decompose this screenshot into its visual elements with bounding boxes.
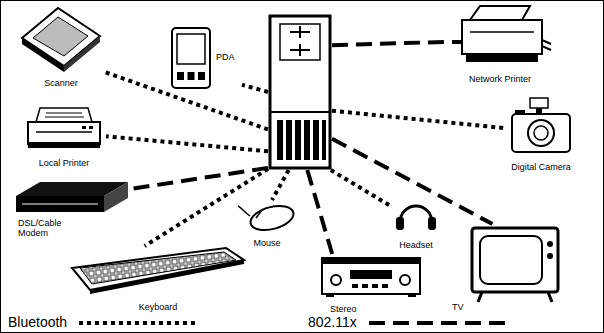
device-label: Mouse — [253, 238, 280, 248]
line-sample — [79, 319, 195, 327]
line-sample — [369, 319, 507, 327]
computer-tower-illustration — [270, 16, 330, 168]
modem-illustration — [16, 182, 128, 212]
modem-node: DSL/Cable Modem — [12, 178, 132, 241]
device-label: Headset — [399, 240, 433, 250]
device-label: Scanner — [44, 78, 78, 88]
computer-tower — [268, 14, 332, 170]
keyboard-illustration — [72, 248, 244, 294]
bluetooth-link — [332, 111, 505, 128]
legend-bluetooth: Bluetooth — [8, 314, 195, 331]
bluetooth-link — [272, 170, 289, 200]
local-printer-node: Local Printer — [22, 106, 106, 165]
headset-node: Headset — [392, 202, 440, 247]
legend-label: 802.11x — [308, 314, 357, 331]
line-sample-stroke — [79, 321, 195, 325]
device-label: TV — [452, 302, 464, 312]
bluetooth-link — [331, 170, 392, 207]
network-printer-node: Network Printer — [448, 2, 552, 81]
wifi-link — [307, 170, 332, 254]
tv-illustration — [472, 228, 558, 302]
local-printer-illustration — [28, 108, 100, 148]
wifi-link — [332, 42, 448, 45]
keyboard-node: Keyboard — [66, 246, 250, 309]
pda-illustration — [172, 28, 210, 88]
line-sample-stroke — [369, 321, 507, 325]
device-label: PDA — [216, 52, 235, 62]
pda-node: PDA — [170, 24, 242, 90]
scanner-node: Scanner — [18, 4, 104, 85]
digital-camera-node: Digital Camera — [505, 96, 577, 169]
network-printer-illustration — [452, 6, 551, 62]
device-label: DSL/Cable Modem — [18, 218, 74, 239]
bluetooth-link — [145, 169, 268, 246]
legend-label: Bluetooth — [8, 314, 67, 331]
bluetooth-link — [106, 136, 268, 151]
tv-node: TV — [450, 224, 564, 309]
mouse-node: Mouse — [234, 200, 300, 245]
stereo-illustration — [322, 258, 420, 297]
wifi-link — [332, 139, 492, 224]
wifi-link — [132, 168, 268, 189]
bluetooth-link — [104, 72, 268, 130]
stereo-node: Stereo — [318, 254, 424, 311]
device-label: Stereo — [330, 304, 357, 314]
digital-camera-illustration — [512, 98, 570, 152]
legend-wifi: 802.11x — [308, 314, 507, 331]
device-label: Network Printer — [469, 74, 531, 84]
mouse-illustration — [238, 202, 296, 235]
device-label: Digital Camera — [511, 162, 571, 172]
headset-illustration — [396, 206, 436, 230]
scanner-illustration — [22, 8, 100, 72]
bluetooth-link — [242, 85, 268, 92]
device-label: Keyboard — [139, 302, 178, 312]
device-label: Local Printer — [39, 158, 90, 168]
